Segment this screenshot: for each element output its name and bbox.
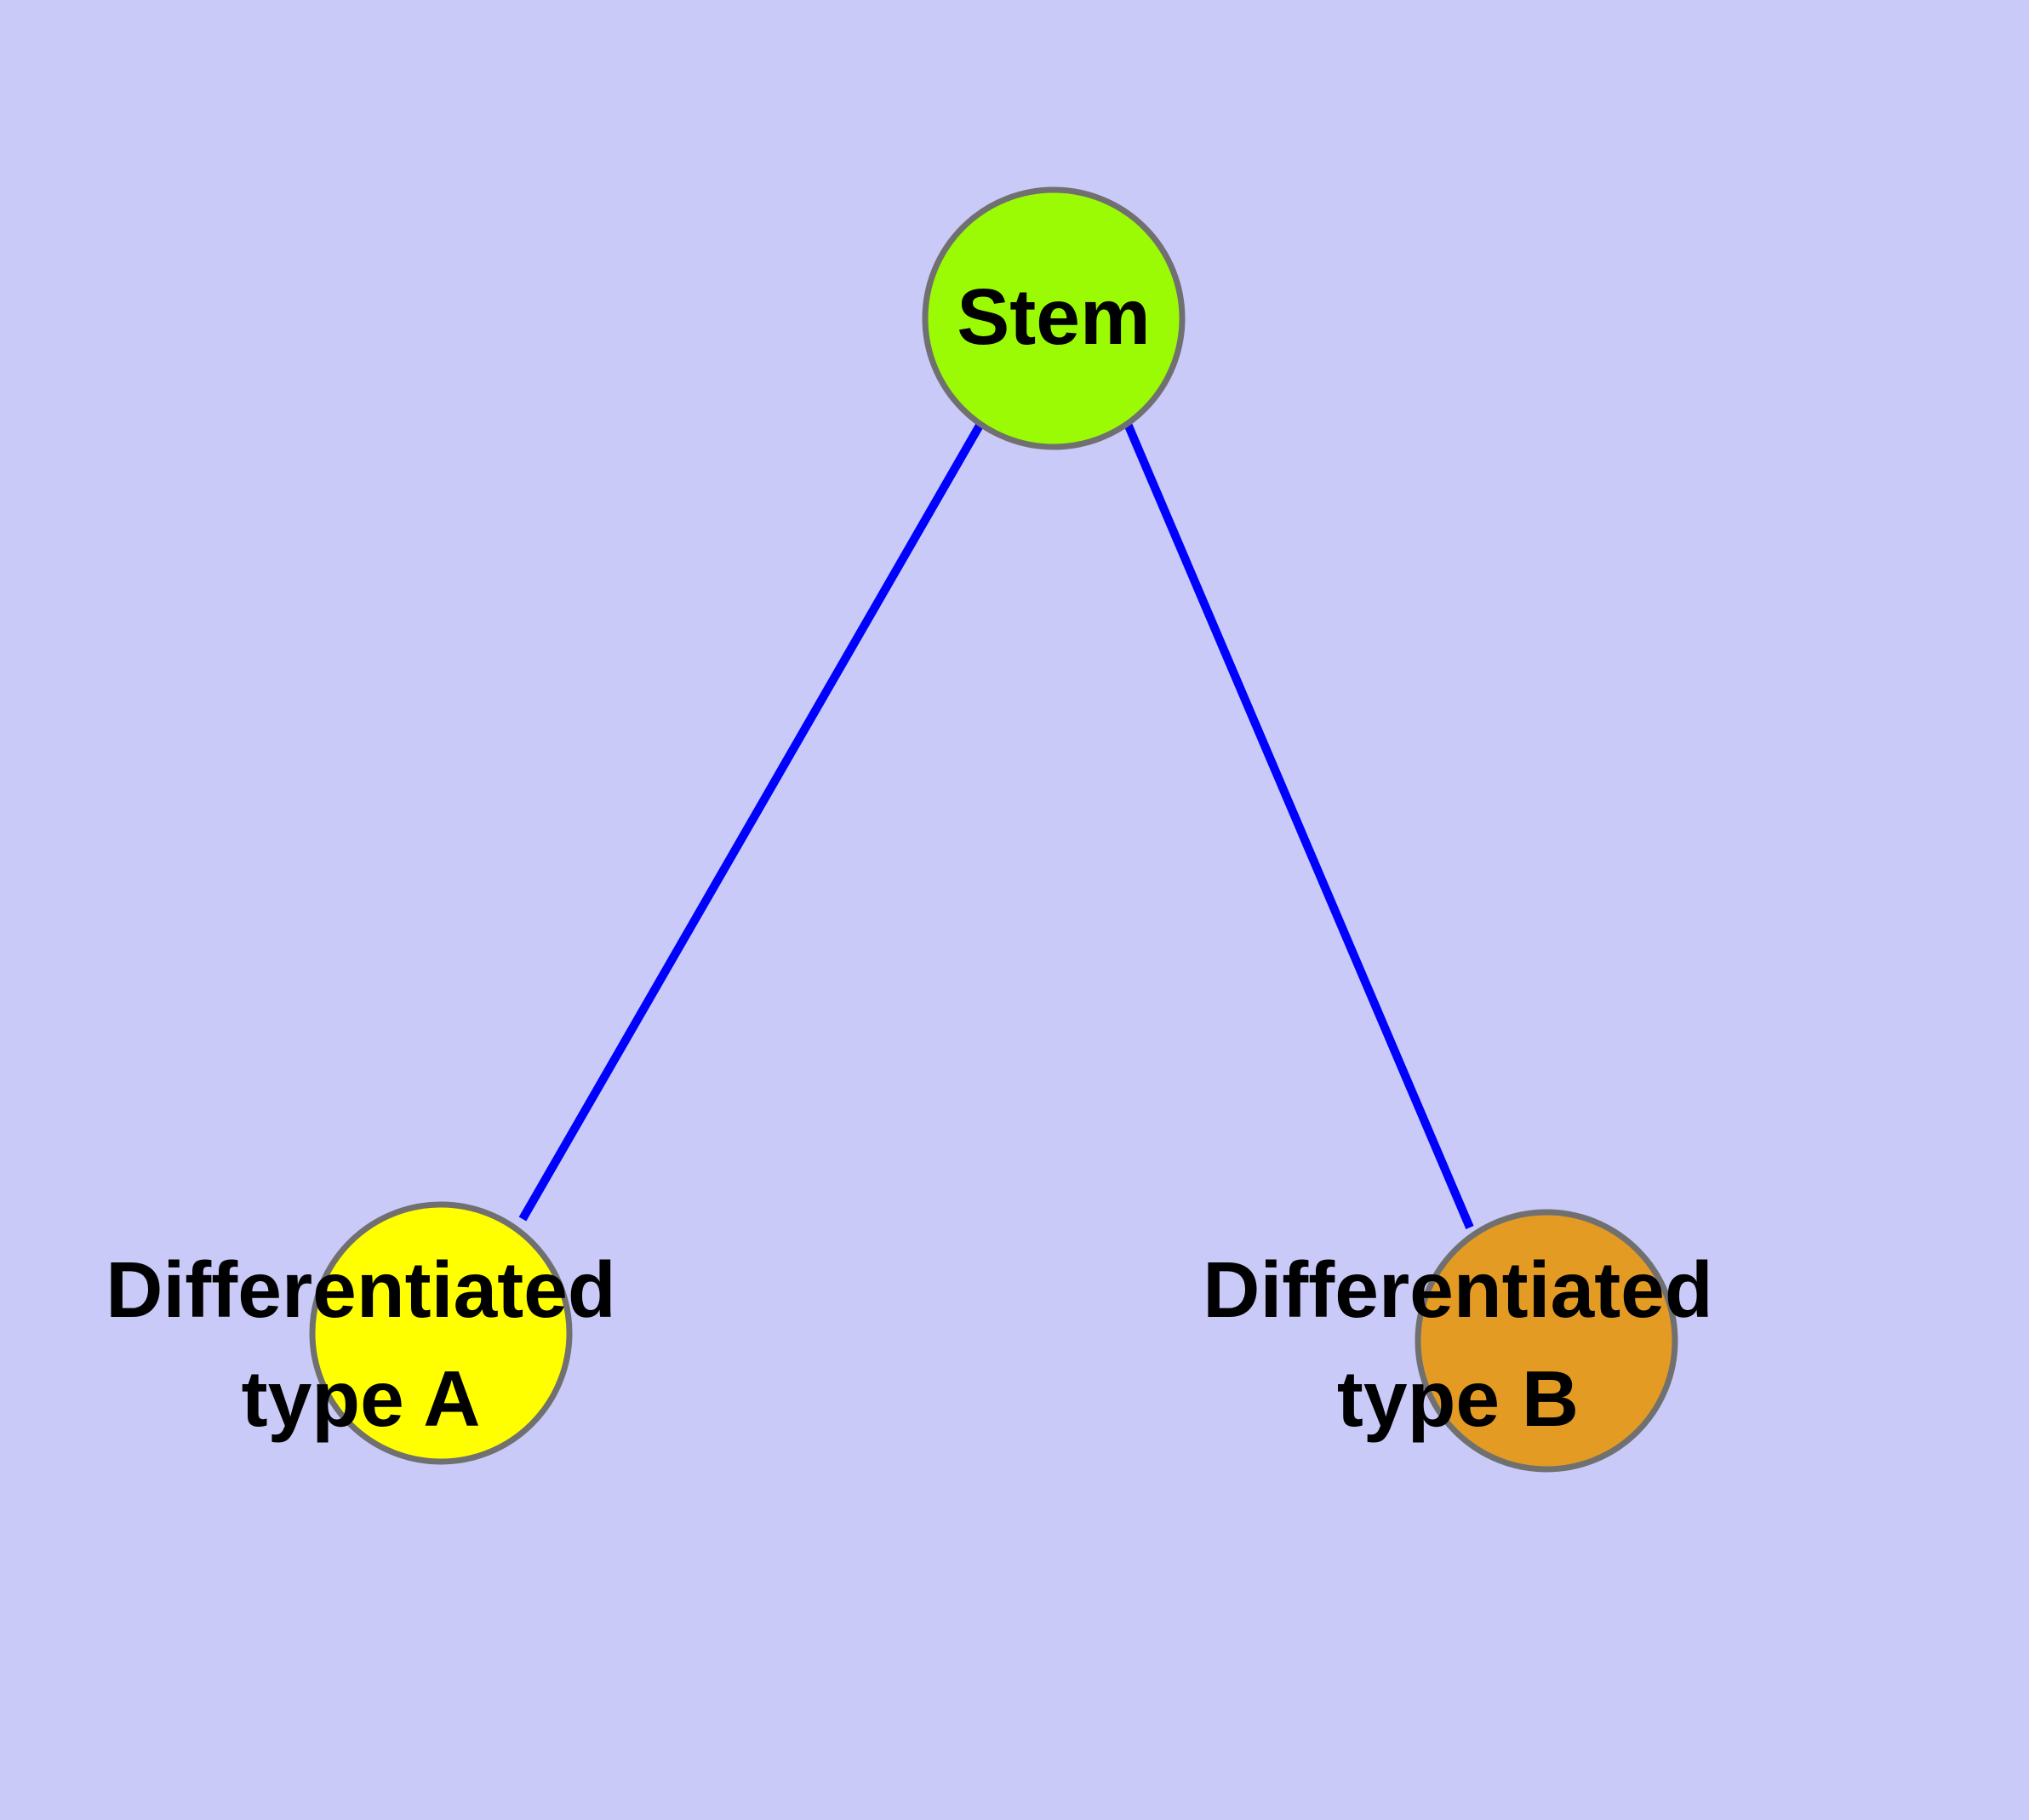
node-label-differentiated-type-b: Differentiated type B bbox=[1203, 1245, 1712, 1443]
labels-group: Stem Differentiated type A Differentiated… bbox=[106, 272, 1712, 1443]
node-label-stem: Stem bbox=[957, 272, 1150, 361]
edge-stem-to-differentiated-type-a[interactable] bbox=[518, 421, 985, 1222]
node-label-line: Differentiated bbox=[1203, 1245, 1712, 1334]
node-stem[interactable] bbox=[922, 186, 1186, 450]
node-differentiated-type-a[interactable] bbox=[309, 1201, 573, 1465]
node-label-line: type A bbox=[242, 1354, 481, 1443]
node-label-line: Differentiated bbox=[106, 1245, 615, 1334]
node-label-differentiated-type-a: Differentiated type A bbox=[106, 1245, 615, 1443]
edge-stem-to-differentiated-type-b[interactable] bbox=[1123, 422, 1474, 1229]
node-differentiated-type-b[interactable] bbox=[1415, 1209, 1678, 1473]
edges-group bbox=[518, 421, 1474, 1229]
node-label-line: Stem bbox=[957, 272, 1150, 361]
node-label-line: type B bbox=[1337, 1354, 1579, 1443]
nodes-group bbox=[309, 186, 1678, 1473]
